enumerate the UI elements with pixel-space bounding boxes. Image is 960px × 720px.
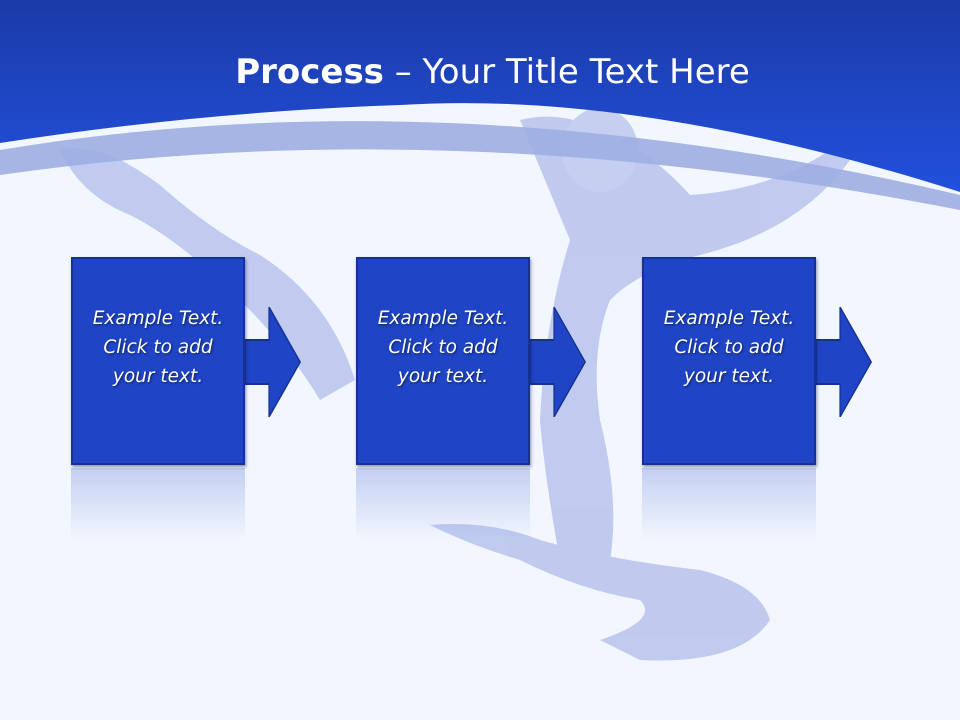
header-banner xyxy=(0,0,960,192)
step-3-text: Example Text. Click to add your text. xyxy=(663,307,795,387)
slide-title[interactable]: Process – Your Title Text Here xyxy=(0,52,960,92)
step-1-box[interactable]: Example Text. Click to add your text. xyxy=(71,257,245,465)
right-arrow-icon xyxy=(816,307,872,417)
right-arrow-icon xyxy=(530,307,586,417)
title-bold: Process xyxy=(235,52,384,92)
step-2-reflection xyxy=(356,468,530,540)
step-3-box[interactable]: Example Text. Click to add your text. xyxy=(642,257,816,465)
step-1-text: Example Text. Click to add your text. xyxy=(92,307,224,387)
step-3-reflection xyxy=(642,468,816,540)
right-arrow-icon xyxy=(245,307,301,417)
title-rest: – Your Title Text Here xyxy=(383,52,750,92)
step-1-reflection xyxy=(71,468,245,540)
step-2-text: Example Text. Click to add your text. xyxy=(377,307,509,387)
step-2-box[interactable]: Example Text. Click to add your text. xyxy=(356,257,530,465)
